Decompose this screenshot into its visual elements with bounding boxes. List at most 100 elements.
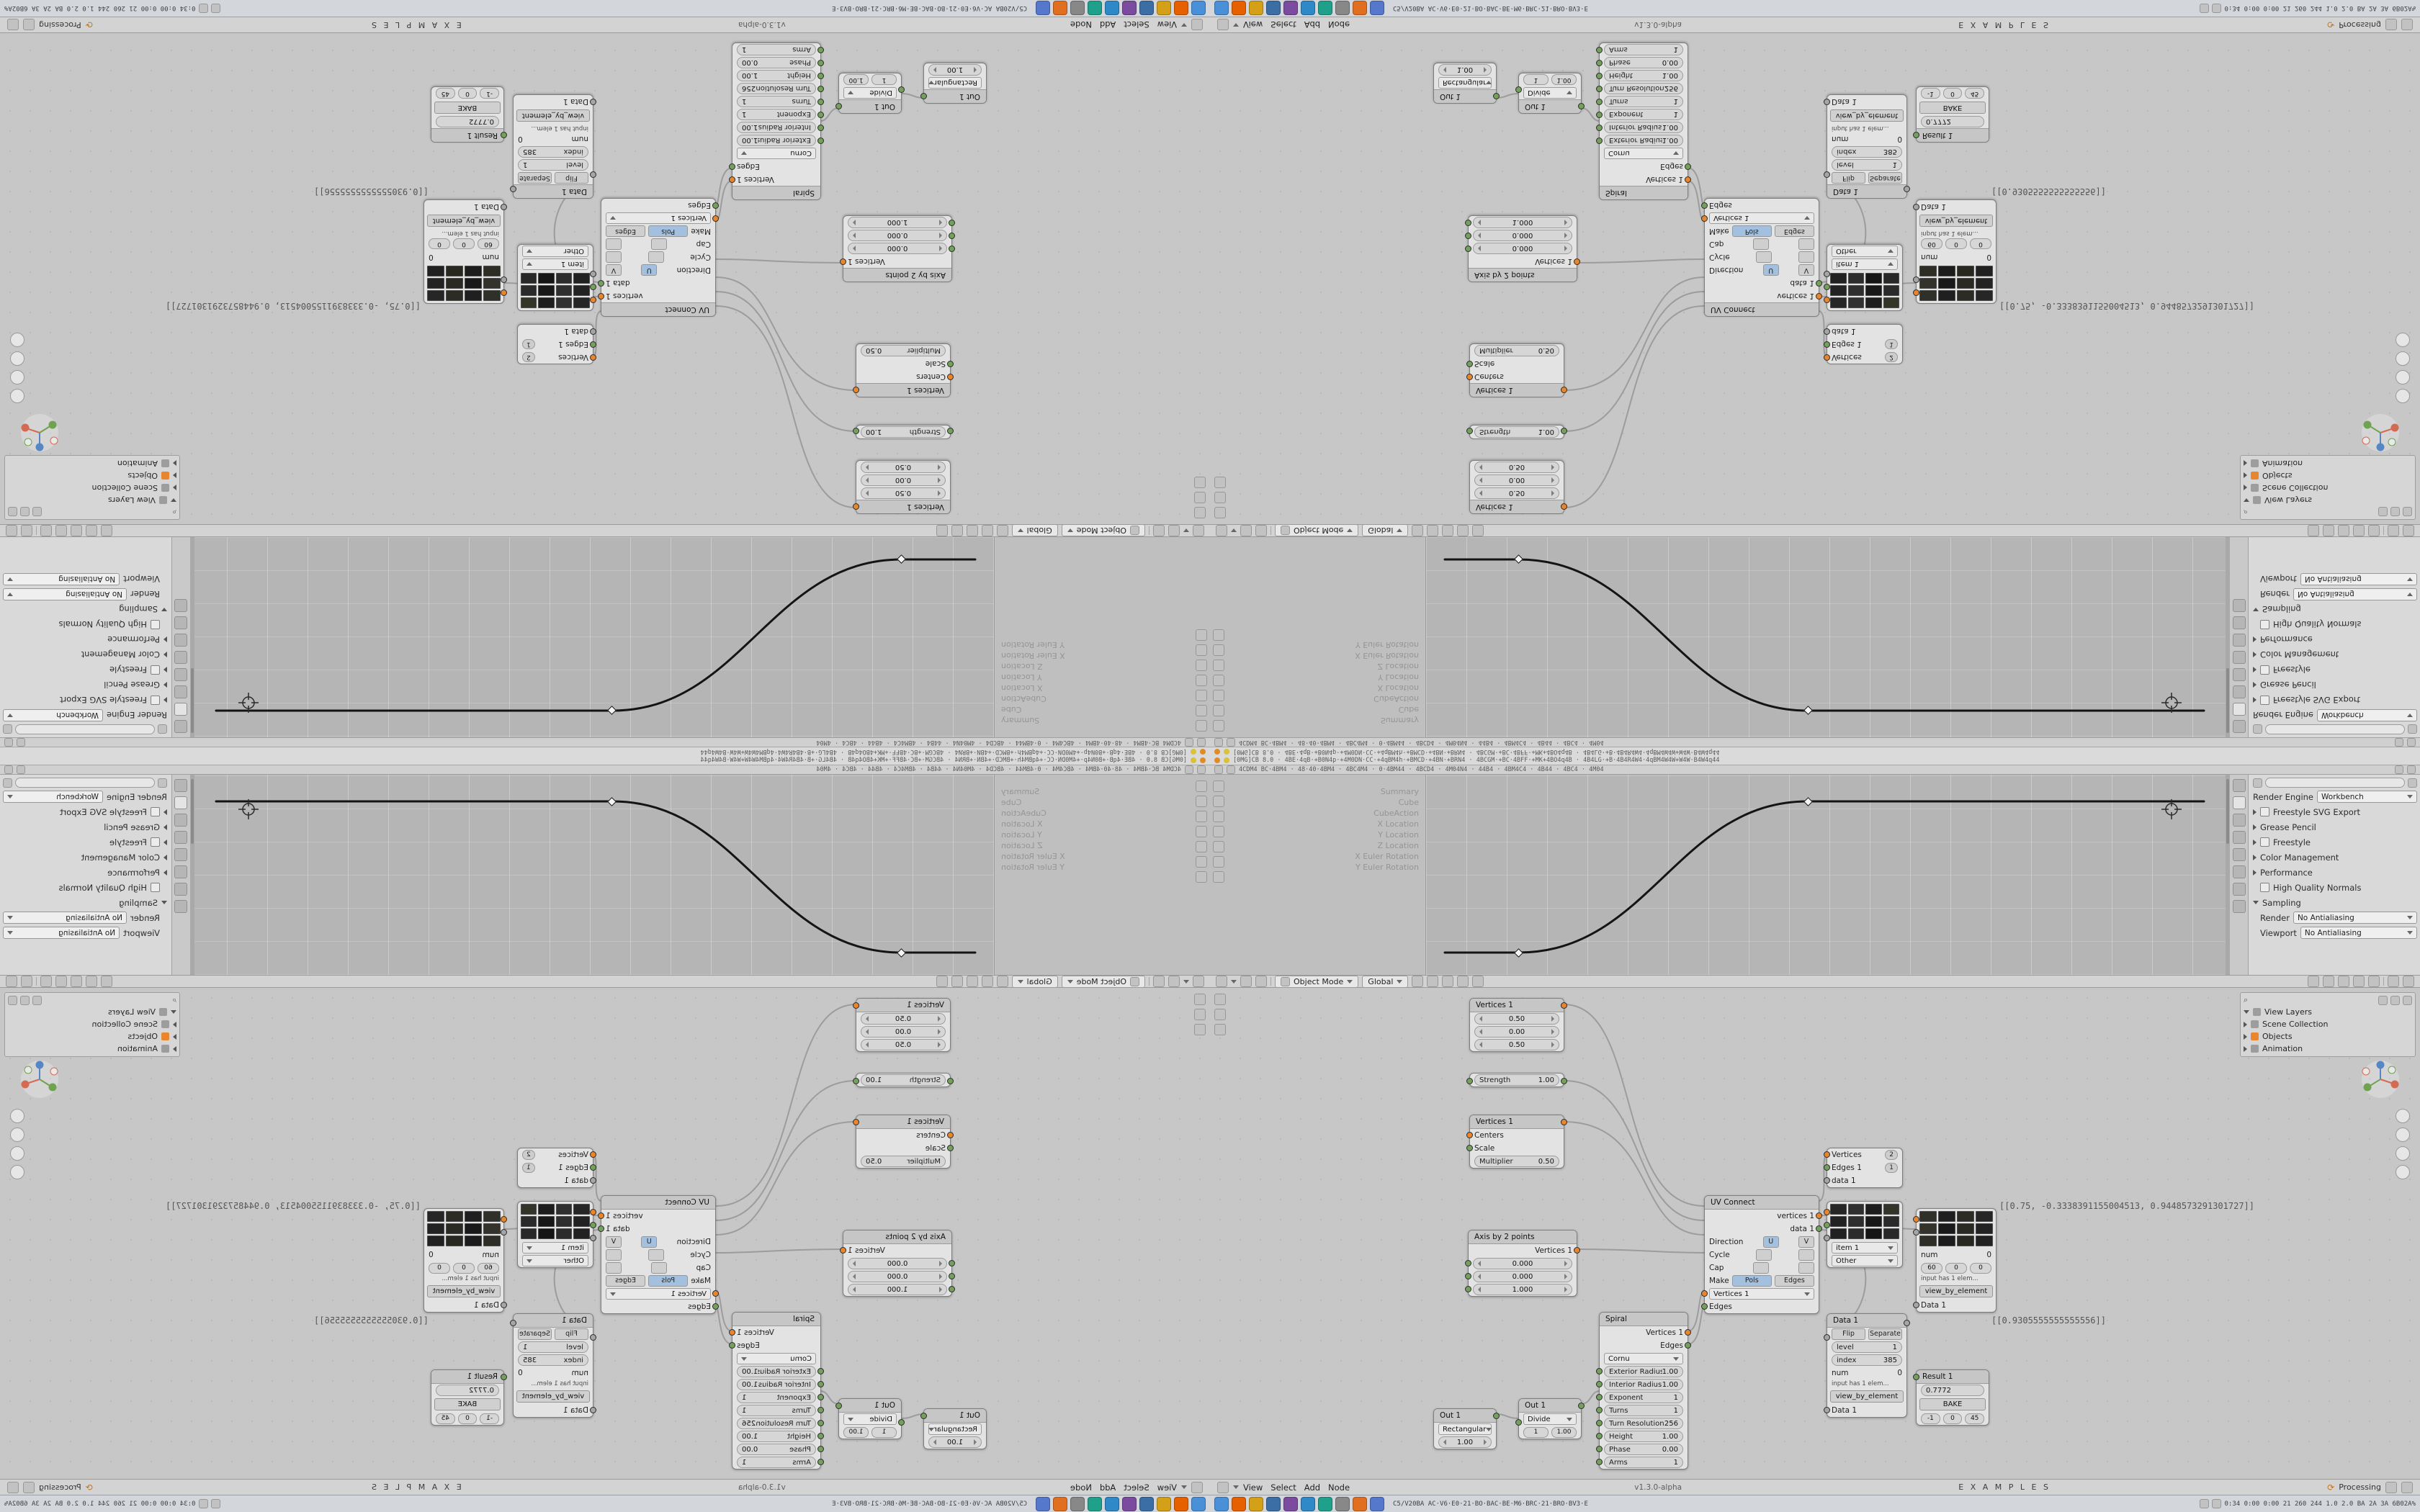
app-launcher-icon[interactable] [1139,1496,1154,1511]
value-field[interactable]: 1 [1523,74,1549,86]
expand-arrow-icon[interactable] [2253,839,2257,845]
viewport-aa-dropdown[interactable]: No Antialiasing [2300,927,2417,939]
arms-field[interactable]: Arms 1 [1604,44,1683,55]
node-title[interactable]: Vertices 1 [1470,383,1564,397]
channel-item[interactable]: Z Location [1377,841,1419,850]
scene-icon[interactable] [2395,738,2403,747]
turns-field[interactable]: Turns 1 [737,1405,816,1416]
orientation-dropdown[interactable]: Global [1011,975,1058,988]
expand-arrow-icon[interactable] [163,682,167,688]
make-edges-toggle[interactable]: Edges [1774,225,1815,237]
node-socket-counts[interactable]: Vertices 2 Edges 1 1 data 1 [1824,324,1903,364]
collapse-arrow-icon[interactable] [161,901,167,904]
socket-centers-in[interactable] [1466,1132,1473,1138]
prop-freestyle-svg-export[interactable]: Freestyle SVG Export [2253,804,2417,819]
socket-edges-out[interactable] [1685,163,1691,170]
socket-vertices-in[interactable] [501,1216,507,1223]
color-swatch[interactable] [1865,273,1882,284]
scene-tab-icon[interactable] [2232,651,2246,664]
app-launcher-icon[interactable] [1283,1496,1298,1511]
object-tab-icon[interactable] [174,616,188,629]
world-tab-icon[interactable] [2232,865,2246,878]
node-title[interactable]: Spiral [732,186,820,199]
value-field[interactable]: 0 [1945,1262,1967,1274]
color-swatch[interactable] [1976,1211,1993,1222]
channel-item[interactable]: Cube [1398,705,1419,714]
socket-vertices-out[interactable] [1685,176,1691,183]
color-swatch[interactable] [1919,266,1937,276]
node-title[interactable]: Data 1 [514,1314,593,1328]
socket-data-in[interactable] [1913,276,1919,283]
color-swatch[interactable] [1957,266,1974,276]
socket-edges-in[interactable] [1824,1222,1830,1228]
cap-v-toggle[interactable] [606,1262,622,1274]
socket-in[interactable] [817,1368,824,1374]
socket-vertices-in[interactable] [1824,1209,1830,1215]
height-field[interactable]: Height 1.00 [737,70,816,81]
outliner-item-animation[interactable]: Animation [8,1043,176,1055]
app-launcher-icon[interactable] [1335,1496,1350,1511]
editor-type-icon[interactable] [1214,994,1226,1005]
value-field[interactable]: 0 [429,238,450,250]
app-launcher-icon[interactable] [1283,1,1298,16]
checkbox[interactable] [151,837,160,847]
y-value-field[interactable]: 0.00 [1474,1026,1559,1038]
z-value-field[interactable]: 0.50 [861,462,946,473]
expand-arrow-icon[interactable] [2244,460,2247,467]
channel-item[interactable]: X Location [1377,683,1419,693]
app-launcher-icon[interactable] [1214,1,1229,16]
strength-field[interactable]: Strength 1.00 [861,426,946,438]
viewlayer-icon[interactable] [2407,765,2416,774]
cycle-v-toggle[interactable] [1798,251,1814,263]
pivot-icon[interactable] [1457,525,1469,536]
socket-in[interactable] [817,47,824,53]
color-swatch[interactable] [1847,1216,1864,1227]
object-tab-icon[interactable] [2232,883,2246,896]
color-swatch[interactable] [1919,1236,1937,1246]
expand-arrow-icon[interactable] [173,1045,176,1052]
node-title[interactable]: Out 1 [1519,1399,1581,1413]
object-tab-icon[interactable] [2232,616,2246,629]
color-swatch[interactable] [521,1216,537,1227]
value-field[interactable]: 1.000 [848,1284,947,1295]
socket-in[interactable] [1596,1394,1603,1400]
socket-edges-in[interactable] [712,202,719,209]
socket-vertices-out[interactable] [1816,1212,1822,1219]
checkbox[interactable] [151,620,160,629]
color-swatch[interactable] [556,285,573,296]
channel-toggle-icon[interactable] [1213,841,1224,852]
annotate-tool-icon[interactable] [1214,1024,1226,1035]
make-edges-toggle[interactable]: Edges [1774,1275,1815,1287]
socket-vertices-out[interactable] [1574,1247,1580,1254]
annotate-tool-icon[interactable] [1214,477,1226,488]
socket-edges-out[interactable] [729,163,735,170]
graph-editor[interactable] [194,537,994,737]
color-swatch[interactable] [1976,1236,1993,1246]
socket-vertices-in[interactable] [1913,289,1919,296]
node-data-1[interactable]: Data 1 Flip Separate level 1 index 385 n… [1824,94,1910,199]
socket-centers-in[interactable] [947,1132,954,1138]
expand-arrow-icon[interactable] [173,460,176,467]
value-field[interactable]: 1.00 [1551,1426,1577,1438]
node-out-rectangular[interactable]: Out 1 Rectangular 1.00 [1433,1408,1500,1449]
separate-toggle[interactable]: Separate [1868,1328,1902,1340]
node-uv-connect[interactable]: UV Connect vertices 1 data 1 Direction U… [598,1195,719,1314]
app-launcher-icon[interactable] [1266,1,1281,16]
app-menu-icon[interactable] [1214,738,1223,747]
color-swatch[interactable] [446,278,463,289]
app-launcher-icon[interactable] [1070,1496,1085,1511]
socket-scale-in[interactable] [947,1145,954,1151]
prop-freestyle[interactable]: Freestyle [3,662,167,678]
viewlayer-tab-icon[interactable] [174,831,188,844]
channel-item[interactable]: Cube [1001,705,1022,714]
filter-icon[interactable] [32,507,42,517]
render-engine-dropdown[interactable]: Workbench [2317,709,2417,721]
checkbox[interactable] [151,665,160,675]
socket-out[interactable] [1578,1403,1585,1409]
select-tool-icon[interactable] [1194,1009,1206,1020]
cycle-u-toggle[interactable] [1756,1249,1773,1261]
pin-icon[interactable] [23,1481,35,1493]
tray-icon[interactable] [210,4,220,13]
app-launcher-icon[interactable] [1249,1,1263,16]
socket-polygons-in[interactable] [1824,1235,1830,1241]
